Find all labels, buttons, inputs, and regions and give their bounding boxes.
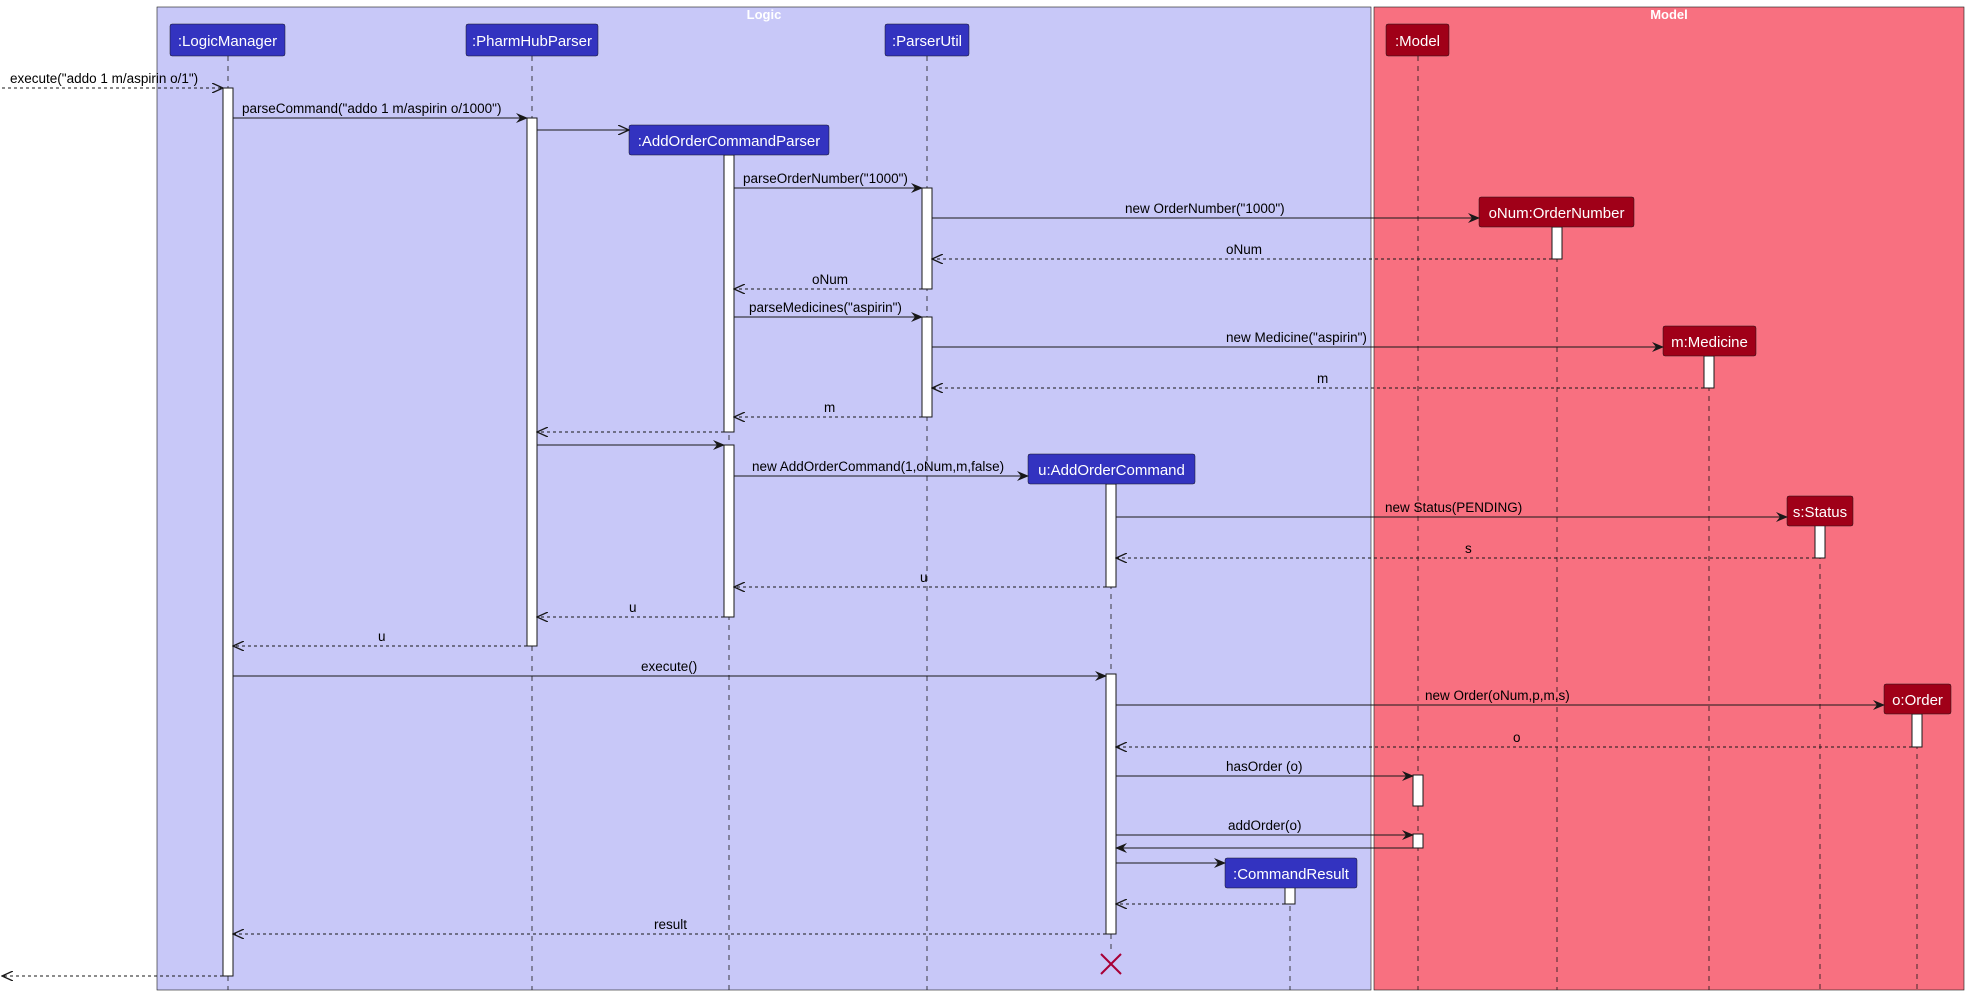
label-return-u-3: u	[378, 629, 386, 644]
participant-order	[1883, 683, 1952, 715]
model-group-title: Model	[1650, 7, 1688, 22]
participant-parser-util	[884, 23, 970, 57]
activation-parser-2	[723, 444, 735, 618]
activation-command-2	[1105, 673, 1117, 935]
participant-add-order-command-label: u:AddOrderCommand	[1038, 462, 1185, 479]
activation-logic-manager	[222, 87, 234, 977]
call-arrows	[233, 113, 1885, 868]
label-return-m-1: m	[1317, 371, 1328, 386]
label-new-status: new Status(PENDING)	[1385, 500, 1522, 515]
label-return-onum-1: oNum	[1226, 242, 1262, 257]
label-return-result: result	[654, 917, 687, 932]
participant-pharmhub-parser-label: :PharmHubParser	[472, 33, 592, 50]
activation-bars	[222, 87, 1923, 977]
participant-order-label: o:Order	[1892, 692, 1943, 709]
activation-model-2	[1412, 833, 1424, 849]
participant-medicine	[1662, 325, 1757, 357]
label-return-u-2: u	[629, 600, 637, 615]
participant-model-label: :Model	[1395, 33, 1440, 50]
label-parse-order-number: parseOrderNumber("1000")	[743, 171, 908, 186]
return-arrows	[2, 88, 1912, 976]
label-add-order: addOrder(o)	[1228, 818, 1302, 833]
logic-group-box	[156, 6, 1372, 991]
participant-command-result	[1224, 857, 1358, 889]
label-execute: execute()	[641, 659, 697, 674]
participant-add-order-command-parser	[628, 124, 830, 156]
participant-pharmhub-parser	[465, 23, 599, 57]
activation-command-1	[1105, 483, 1117, 588]
label-execute-input: execute("addo 1 m/aspirin o/1")	[10, 71, 198, 86]
label-new-medicine: new Medicine("aspirin")	[1226, 330, 1367, 345]
label-return-onum-2: oNum	[812, 272, 848, 287]
activation-order-number	[1551, 226, 1563, 260]
participant-add-order-command	[1027, 453, 1196, 485]
label-new-order-number: new OrderNumber("1000")	[1125, 201, 1285, 216]
label-return-u-1: u	[920, 570, 928, 585]
participant-medicine-label: m:Medicine	[1671, 334, 1748, 351]
logic-group-title: Logic	[747, 7, 782, 22]
activation-order	[1911, 713, 1923, 748]
activation-model-1	[1412, 774, 1424, 807]
participant-parser-util-label: :ParserUtil	[892, 33, 962, 50]
activation-pharmhub-parser	[526, 117, 538, 647]
participant-add-order-command-parser-label: :AddOrderCommandParser	[638, 133, 821, 150]
model-group-box	[1373, 6, 1965, 991]
activation-medicine	[1703, 355, 1715, 389]
label-has-order: hasOrder (o)	[1226, 759, 1303, 774]
participant-model	[1385, 23, 1450, 57]
activation-status	[1814, 523, 1826, 559]
participant-logic-manager	[169, 23, 286, 57]
label-return-o: o	[1513, 730, 1521, 745]
participant-command-result-label: :CommandResult	[1233, 866, 1350, 883]
label-return-m-2: m	[824, 400, 835, 415]
activation-command-result	[1284, 885, 1296, 905]
label-return-s: s	[1465, 541, 1472, 556]
activation-parser-util-1	[921, 187, 933, 290]
participant-status-label: s:Status	[1793, 504, 1847, 521]
participant-status	[1786, 495, 1854, 527]
label-parse-command: parseCommand("addo 1 m/aspirin o/1000")	[242, 101, 501, 116]
participant-order-number-label: oNum:OrderNumber	[1489, 205, 1625, 222]
activation-parser-util-2	[921, 316, 933, 418]
participant-logic-manager-label: :LogicManager	[178, 33, 277, 50]
label-parse-medicines: parseMedicines("aspirin")	[749, 300, 902, 315]
destroy-mark	[1100, 953, 1122, 975]
participant-order-number	[1478, 196, 1635, 228]
label-new-add-order-command: new AddOrderCommand(1,oNum,m,false)	[752, 459, 1004, 474]
label-new-order: new Order(oNum,p,m,s)	[1425, 688, 1570, 703]
activation-parser-1	[723, 154, 735, 433]
